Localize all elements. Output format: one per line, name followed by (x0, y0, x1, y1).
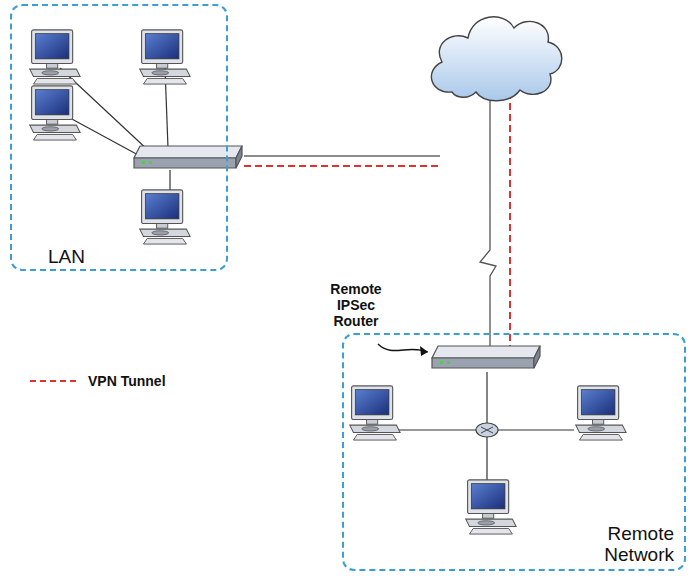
internet-cloud (431, 17, 561, 101)
zone-label: LAN (48, 246, 128, 267)
computer-icon (30, 86, 80, 140)
computer-icon (30, 30, 80, 84)
network-zone: LAN (10, 4, 228, 271)
legend-line-sample (30, 380, 80, 382)
remote-wires (398, 372, 574, 482)
computer-icon (350, 386, 400, 440)
computer-icon (140, 30, 190, 84)
computer-icon (576, 386, 626, 440)
leader-arrowhead (420, 346, 428, 356)
callout-label: Remote IPSec Router (322, 281, 390, 329)
wan-link (480, 92, 496, 348)
vpn-tunnel-line (244, 165, 440, 167)
computer-icon (140, 190, 190, 244)
lan-computers (30, 30, 190, 244)
wan-link (244, 155, 440, 156)
lan-router (134, 146, 242, 168)
remote-computers (350, 386, 626, 534)
computer-icon (466, 480, 516, 534)
hub-symbol (476, 423, 498, 437)
vpn-tunnel-line (509, 92, 511, 348)
network-zone: Remote Network (342, 333, 686, 571)
legend-text: VPN Tunnel (88, 373, 166, 389)
remote-router (432, 346, 540, 368)
zone-label: Remote Network (582, 523, 674, 565)
